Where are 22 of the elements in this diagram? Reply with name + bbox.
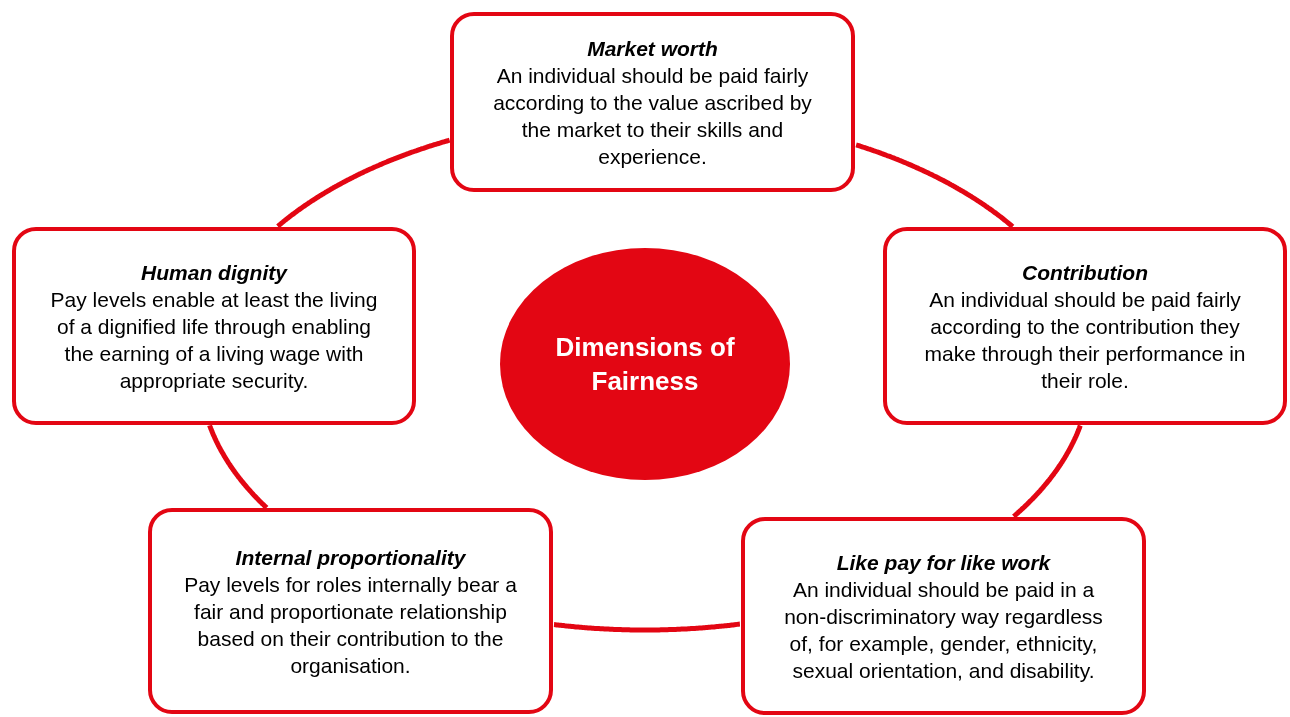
ring-connector bbox=[207, 423, 269, 510]
ring-connector bbox=[552, 621, 741, 633]
dimension-card bbox=[741, 517, 1146, 715]
ring-connector bbox=[276, 137, 451, 229]
card-heading: Internal proportionality bbox=[235, 544, 466, 571]
card-description: An individual should be paid fairly according to the value ascribed by the market to their skills and experience. bbox=[492, 62, 813, 170]
card-description: An individual should be paid fairly according to the contribution they make through their performance in their role. bbox=[923, 286, 1247, 394]
dimension-card bbox=[883, 227, 1287, 425]
center-ellipse bbox=[500, 248, 790, 480]
card-heading: Like pay for like work bbox=[836, 549, 1051, 576]
card-heading: Contribution bbox=[1022, 259, 1148, 286]
dimension-card bbox=[148, 508, 553, 714]
card-heading: Human dignity bbox=[141, 259, 287, 286]
ring-connector bbox=[855, 142, 1015, 229]
dimension-card bbox=[450, 12, 855, 192]
card-description: Pay levels enable at least the living of a dignified life through enabling the earning of a living wage with appropriate security. bbox=[49, 286, 379, 394]
card-heading: Market worth bbox=[587, 35, 718, 62]
center-title: Dimensions of Fairness bbox=[555, 331, 735, 398]
ring-connector bbox=[1011, 423, 1083, 519]
card-description: An individual should be paid in a non-discriminatory way regardless of, for example, gender, ethnicity, sexual orientation, and disability. bbox=[783, 576, 1104, 684]
card-description: Pay levels for roles internally bear a fair and proportionate relationship based on their contribution to the organisation. bbox=[183, 571, 518, 679]
dimension-card bbox=[12, 227, 416, 425]
